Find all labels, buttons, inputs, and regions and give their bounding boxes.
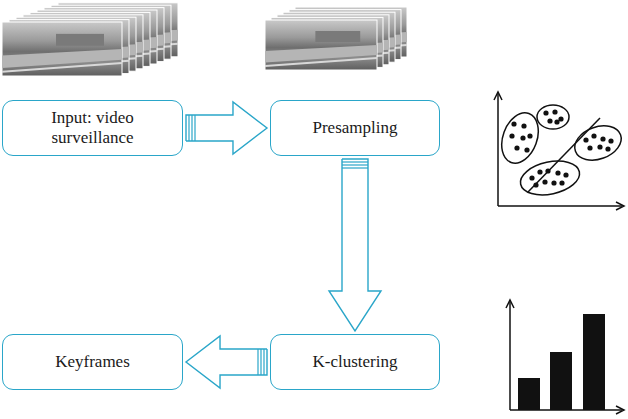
data-point	[509, 133, 514, 138]
block-arrow	[186, 102, 267, 154]
data-point	[524, 147, 529, 152]
data-point	[527, 133, 532, 138]
arrow-tail-stripe	[260, 349, 261, 375]
data-point	[520, 135, 525, 140]
arrow-tail-stripe	[342, 161, 368, 162]
arrow-tail-stripe	[188, 115, 189, 141]
box-label: K-clustering	[313, 352, 398, 372]
data-point	[552, 109, 557, 114]
data-point	[597, 144, 602, 149]
axis-arrowhead	[616, 406, 624, 414]
data-point	[583, 137, 588, 142]
data-point	[591, 133, 596, 138]
cluster-outline	[570, 120, 626, 166]
building	[315, 31, 360, 42]
block-arrow	[329, 159, 381, 331]
y-axis	[497, 94, 499, 206]
box-label: Presampling	[313, 118, 398, 138]
road	[265, 58, 377, 66]
bar	[550, 352, 572, 410]
frame-image	[2, 22, 122, 76]
video-frame-stack	[2, 3, 178, 76]
data-point	[563, 172, 568, 177]
arrow-body	[186, 336, 267, 388]
arrow-body	[329, 159, 381, 331]
data-point	[514, 145, 519, 150]
process-box: Keyframes	[2, 334, 183, 390]
data-point	[559, 180, 564, 185]
data-point	[545, 168, 550, 173]
x-axis	[498, 205, 622, 207]
data-point	[608, 138, 613, 143]
data-point	[555, 170, 560, 175]
cluster-outline	[517, 156, 582, 200]
box-label: Keyframes	[55, 352, 130, 372]
data-point	[587, 145, 592, 150]
video-frame-stack	[265, 7, 407, 70]
block-arrow	[186, 336, 267, 388]
axis-arrowhead	[494, 92, 502, 100]
video-frame	[265, 20, 377, 70]
arrow-tail-stripe	[257, 349, 258, 375]
data-point	[521, 123, 526, 128]
cluster-outline	[537, 105, 569, 129]
data-point	[600, 136, 605, 141]
data-point	[537, 169, 542, 174]
arrow-tail-stripe	[263, 349, 264, 375]
data-point	[554, 119, 559, 124]
frame-image	[265, 20, 377, 70]
process-box: Input: video surveillance	[2, 100, 183, 156]
y-axis	[509, 302, 511, 410]
arrow-tail-stripe	[342, 164, 368, 165]
cluster-dots	[509, 109, 613, 187]
axis-arrowhead	[616, 202, 624, 210]
cluster-plot-icon	[494, 92, 626, 210]
process-box: K-clustering	[270, 334, 440, 390]
data-point	[543, 110, 548, 115]
process-box: Presampling	[270, 100, 440, 156]
data-point	[542, 179, 547, 184]
arrow-tail-stripe	[191, 115, 192, 141]
data-point	[511, 121, 516, 126]
bar	[583, 314, 605, 410]
arrow-tail-stripe	[194, 115, 195, 141]
arrow-tail-stripe	[342, 167, 368, 168]
video-frame	[2, 22, 122, 76]
arrow-body	[186, 102, 267, 154]
building	[56, 34, 104, 46]
box-label: Input: video surveillance	[28, 108, 158, 149]
road	[2, 63, 122, 72]
data-point	[605, 146, 610, 151]
data-point	[551, 180, 556, 185]
bar-chart-icon	[506, 300, 624, 414]
data-point	[529, 175, 534, 180]
axis-arrowhead	[506, 300, 514, 308]
data-point	[533, 182, 538, 187]
data-point	[547, 118, 552, 123]
bar	[518, 378, 540, 410]
